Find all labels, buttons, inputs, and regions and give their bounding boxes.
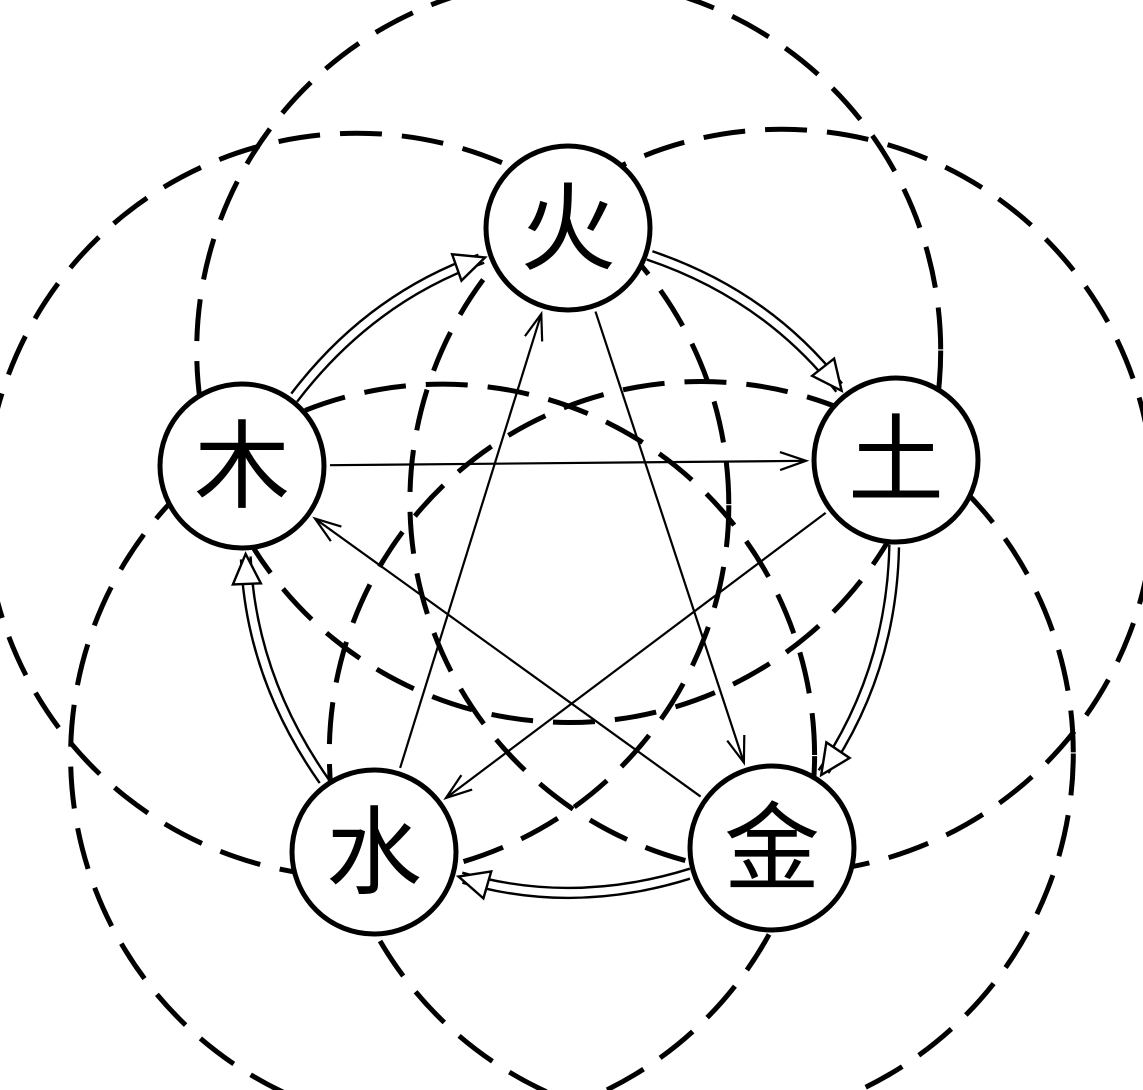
node-earth: 土 (811, 375, 981, 545)
generating-rail-outer (462, 877, 691, 900)
generating-rail-outer (290, 253, 479, 395)
overcoming-arrow-metal-wood (312, 516, 702, 798)
node-circle (157, 381, 327, 551)
generating-arrow-wood-fire (290, 252, 488, 403)
overcoming-arrowhead (312, 516, 342, 542)
generating-rail-inner (646, 258, 838, 393)
node-metal: 金 (687, 763, 857, 933)
overcoming-arrow-wood-earth (329, 451, 810, 472)
generating-rail-inner (461, 867, 691, 890)
generating-arrowhead (819, 740, 852, 778)
node-label-fire: 火 (520, 173, 616, 285)
node-circle (289, 767, 459, 937)
overcoming-arrow-fire-metal (594, 311, 746, 766)
node-circle (483, 143, 653, 313)
overcoming-line (399, 313, 543, 769)
node-label-earth: 土 (848, 405, 944, 517)
overcoming-star-layer (312, 310, 827, 800)
overcoming-arrowhead (524, 310, 544, 342)
dashed-circle-metal (326, 379, 1076, 1090)
generating-rail-inner (249, 556, 331, 781)
generating-arrowhead (455, 869, 493, 901)
overcoming-line (329, 459, 807, 467)
generating-rail-inner (296, 261, 485, 403)
node-circle (687, 763, 857, 933)
overcoming-line (594, 311, 745, 763)
generating-rail-outer (239, 559, 321, 784)
node-circle (811, 375, 981, 545)
overcoming-line (445, 511, 827, 799)
node-water: 水 (289, 767, 459, 937)
overcoming-arrowhead (443, 774, 473, 800)
overcoming-arrowhead (726, 734, 746, 766)
overcoming-arrowhead (779, 451, 810, 472)
generating-rail-inner (817, 544, 891, 771)
generating-ring-layer (231, 250, 901, 901)
generating-arrow-water-wood (231, 551, 331, 784)
generating-arrow-metal-water (455, 867, 691, 901)
generating-rail-outer (827, 547, 901, 774)
node-label-wood: 木 (194, 411, 290, 523)
overcoming-arrow-earth-water (443, 511, 827, 800)
generating-rail-outer (652, 250, 843, 385)
dashed-circle-water (68, 381, 817, 1090)
overcoming-arrow-water-fire (399, 310, 544, 769)
overcoming-line (314, 517, 702, 798)
generating-arrowhead (231, 551, 263, 586)
generating-arrow-earth-metal (817, 544, 901, 778)
node-label-water: 水 (326, 797, 422, 909)
dashed-circle-fire (194, 0, 944, 725)
nodes-layer: 火土金 水 木 (157, 143, 981, 937)
generating-arrowhead (809, 356, 844, 394)
generating-arrow-fire-earth (646, 250, 844, 394)
node-fire: 火 (483, 143, 653, 313)
generating-arrowhead (450, 252, 488, 283)
node-label-metal: 金 (724, 793, 820, 905)
node-wood: 木 (157, 381, 327, 551)
